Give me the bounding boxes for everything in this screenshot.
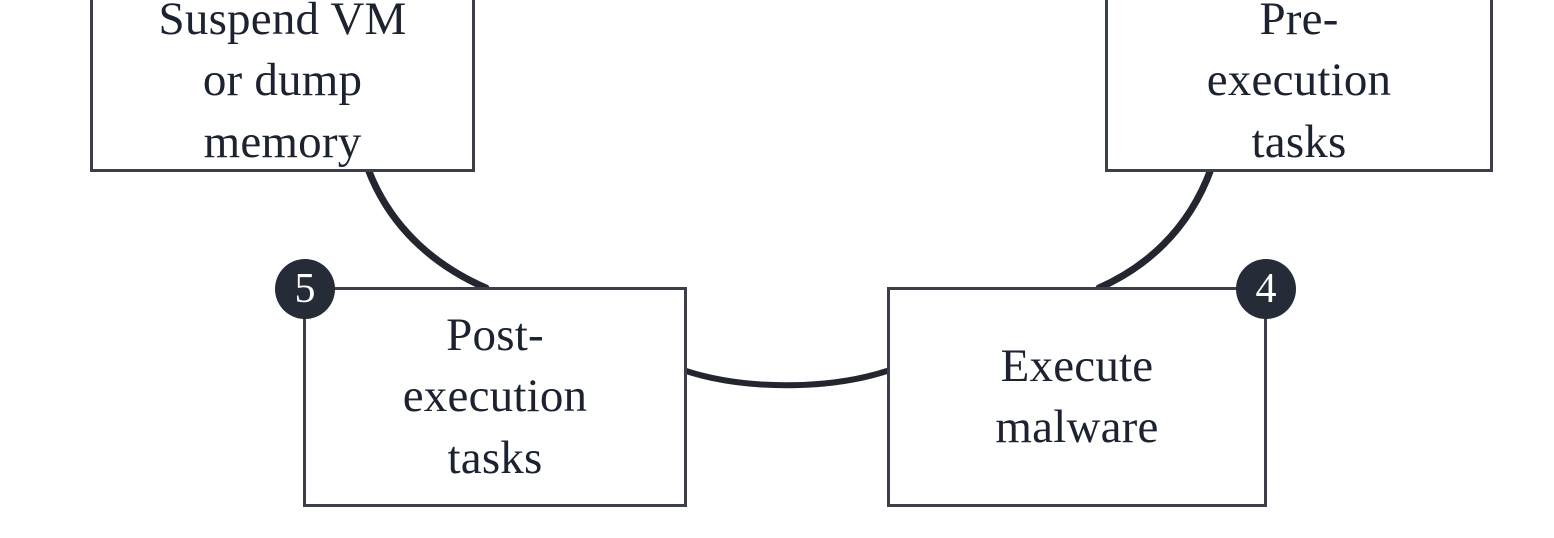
node-pre-execution[interactable]: Pre- execution tasks	[1105, 0, 1493, 172]
node-post-execution-label: Post- execution tasks	[402, 309, 588, 484]
node-suspend-vm[interactable]: Suspend VM or dump memory	[90, 0, 475, 172]
step-badge-4: 4	[1236, 259, 1296, 319]
node-execute-malware-label: Execute malware	[995, 339, 1159, 453]
connector-suspend-to-post	[364, 165, 490, 292]
connector-post-to-execute	[683, 368, 890, 389]
connector-pre-to-execute	[1095, 165, 1215, 292]
node-pre-execution-label: Pre- execution tasks	[1206, 0, 1392, 168]
node-post-execution[interactable]: Post- execution tasks	[303, 287, 687, 507]
step-badge-5: 5	[275, 259, 335, 319]
node-suspend-vm-label: Suspend VM or dump memory	[158, 0, 407, 168]
node-execute-malware[interactable]: Execute malware	[887, 287, 1267, 507]
